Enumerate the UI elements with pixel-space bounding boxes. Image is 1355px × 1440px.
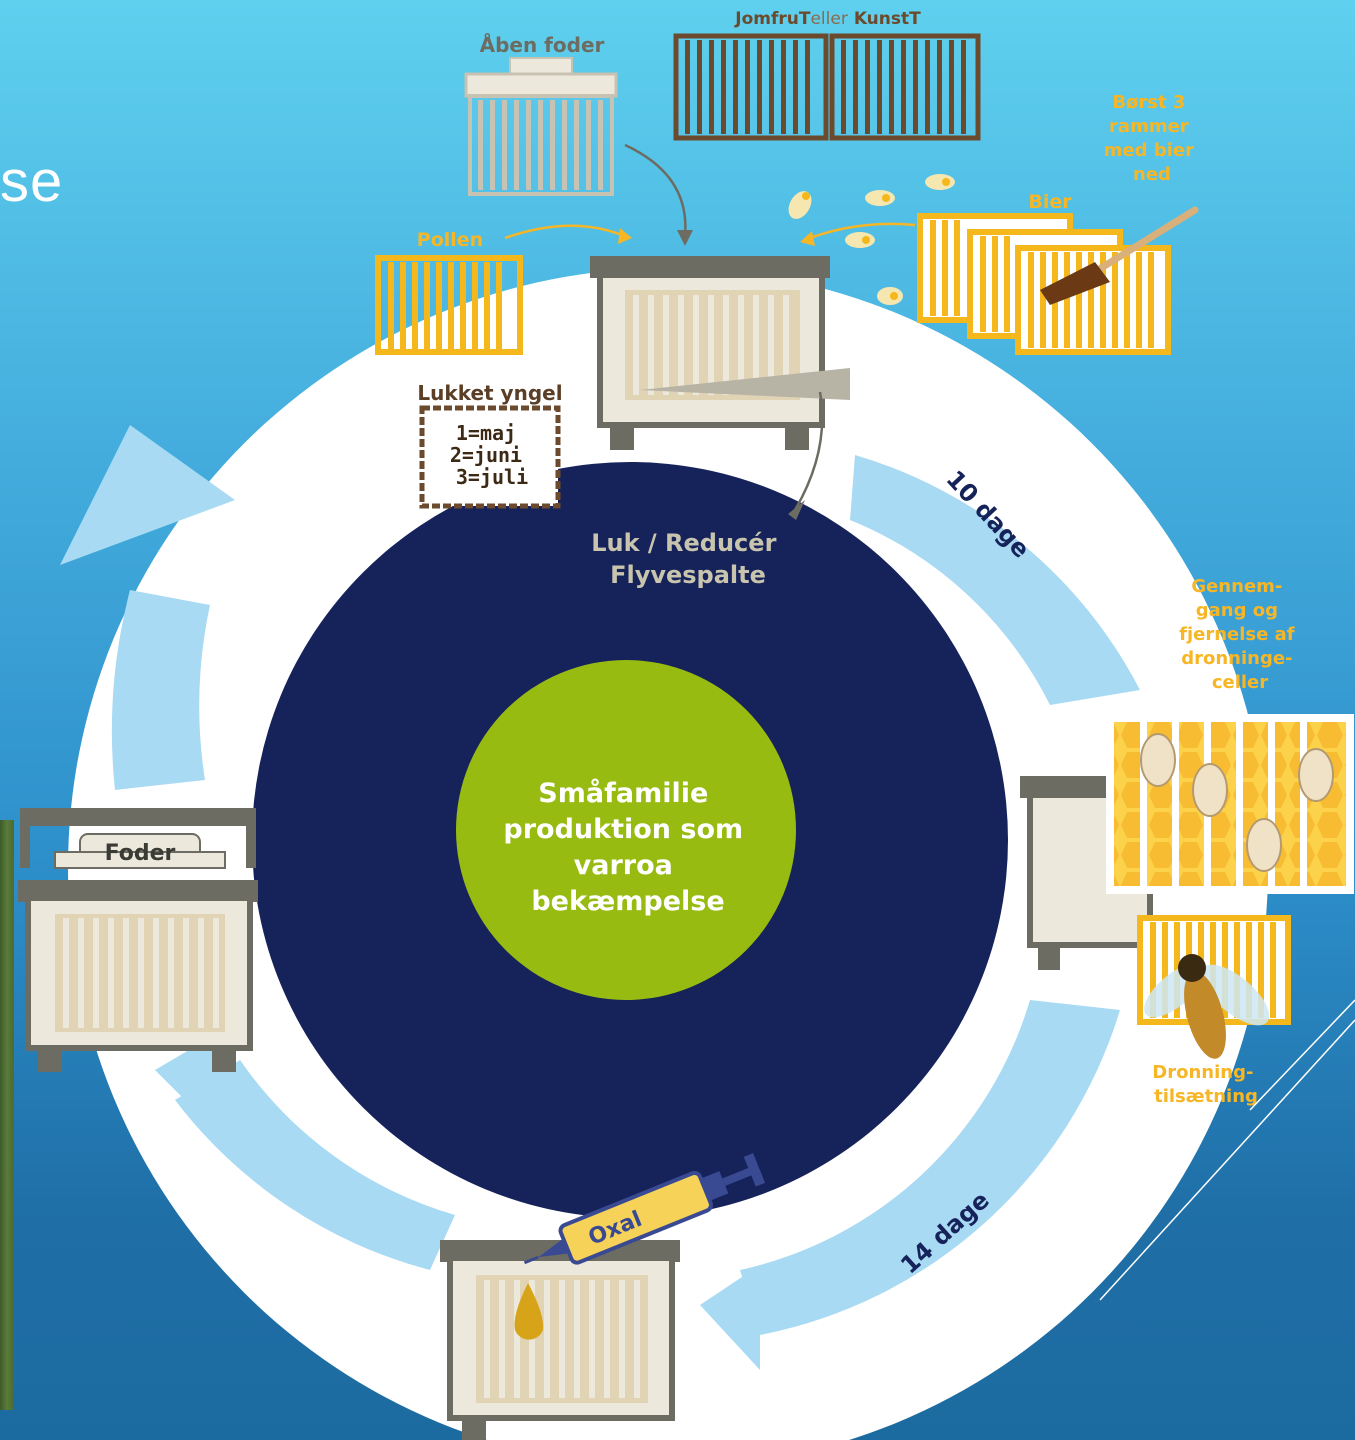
arrow-left-lower xyxy=(175,1060,455,1270)
arrow-left-upper xyxy=(111,590,210,790)
lukket-yngel-box: 1=maj 2=juni 3=juli xyxy=(419,405,561,509)
green-center xyxy=(456,660,796,1000)
jomfru-frame xyxy=(673,33,829,141)
kunst-label: KunstT xyxy=(854,9,921,29)
lukket-yngel-line-3: 3=juli xyxy=(456,465,528,489)
background-photo-strip xyxy=(0,820,14,1410)
arrow-14-dage-head xyxy=(700,1265,760,1370)
left-hive: Foder xyxy=(18,808,258,1072)
pollen-arrowhead xyxy=(618,228,632,244)
gennemgang-line-4: dronninge- xyxy=(1181,648,1292,669)
top-hive xyxy=(590,256,850,450)
center-line-2: produktion som xyxy=(503,814,743,845)
center-line-4: bekæmpelse xyxy=(531,886,724,917)
bier-label: Bier xyxy=(1028,191,1072,213)
dronning-line-1: Dronning- xyxy=(1152,1062,1253,1083)
borst-line-1: Børst 3 xyxy=(1112,92,1185,113)
dronning-label: Dronning- tilsætning xyxy=(1152,1062,1259,1107)
eller-label: eller xyxy=(810,9,847,29)
dronning-line-2: tilsætning xyxy=(1154,1086,1258,1107)
oxal-syringe-icon: Oxal xyxy=(523,1153,766,1265)
queen-cell-icon xyxy=(1246,818,1282,872)
aaben-foder-arrow xyxy=(624,143,687,236)
kunst-frame xyxy=(829,33,981,141)
arrow-10-dage xyxy=(850,455,1140,705)
flyvespalte-arrowhead xyxy=(788,500,805,520)
arrow-14-dage xyxy=(740,1000,1120,1335)
lukket-yngel-line-1: 1=maj xyxy=(456,421,516,445)
aaben-foder-arrowhead xyxy=(677,230,693,246)
flyvespalte-line-1: Luk / Reducér xyxy=(591,529,776,557)
queen-cell-icon xyxy=(1140,733,1176,787)
gennemgang-line-3: fjernelse af xyxy=(1179,624,1295,645)
gennemgang-line-2: gang og xyxy=(1196,600,1278,621)
gennemgang-line-5: celler xyxy=(1212,672,1268,693)
center-label: Småfamilie produktion som varroa bekæmpe… xyxy=(503,777,752,917)
borst-line-3: med bier xyxy=(1104,140,1194,161)
flyvespalte-arrow xyxy=(793,391,824,511)
borst-line-2: rammer xyxy=(1109,116,1189,137)
queen-bee-icon xyxy=(1144,954,1270,1059)
lukket-yngel-line-2: 2=juni xyxy=(450,443,522,467)
aaben-foder-label: Åben foder xyxy=(480,33,605,57)
pollen-arrow xyxy=(504,224,623,240)
decorative-diagonal-line xyxy=(1099,1019,1355,1301)
bottom-hive xyxy=(440,1240,680,1440)
oxal-drop-icon xyxy=(514,1283,544,1340)
bee-frames-stack xyxy=(917,213,1171,355)
lukket-yngel-lines: 1=maj 2=juni 3=juli xyxy=(450,421,534,489)
flyvespalte-label: Luk / Reducér Flyvespalte xyxy=(591,529,785,589)
center-line-1: Småfamilie xyxy=(538,777,708,809)
brush-icon xyxy=(1040,206,1199,305)
borst-line-4: ned xyxy=(1133,164,1171,185)
frames-header-label: JomfruTeller KunstT xyxy=(734,9,921,29)
lukket-yngel-title: Lukket yngel xyxy=(417,381,562,405)
arrow-left-upper-head xyxy=(60,425,235,565)
aaben-foder-frame xyxy=(464,57,618,196)
flyvespalte-line-2: Flyvespalte xyxy=(610,561,766,589)
jomfru-label: JomfruT xyxy=(734,9,811,29)
pollen-label: Pollen xyxy=(417,229,483,251)
bees-arrowhead xyxy=(800,231,815,246)
foder-label: Foder xyxy=(105,841,176,866)
pollen-frame xyxy=(375,255,523,355)
queen-cell-comb-frame xyxy=(1106,714,1354,894)
decorative-diagonal-line xyxy=(1249,999,1355,1111)
bees-flying-icon xyxy=(788,174,955,305)
queen-cell-icon xyxy=(1192,763,1228,817)
gennemgang-line-1: Gennem- xyxy=(1191,576,1282,597)
bees-arrow xyxy=(809,222,916,240)
gennemgang-label: Gennem- gang og fjernelse af dronninge- … xyxy=(1179,576,1301,693)
slide-title-partial: se xyxy=(0,149,64,214)
center-line-3: varroa xyxy=(574,850,673,881)
queen-cell-icon xyxy=(1298,748,1334,802)
borst-label: Børst 3 rammer med bier ned xyxy=(1104,92,1201,185)
